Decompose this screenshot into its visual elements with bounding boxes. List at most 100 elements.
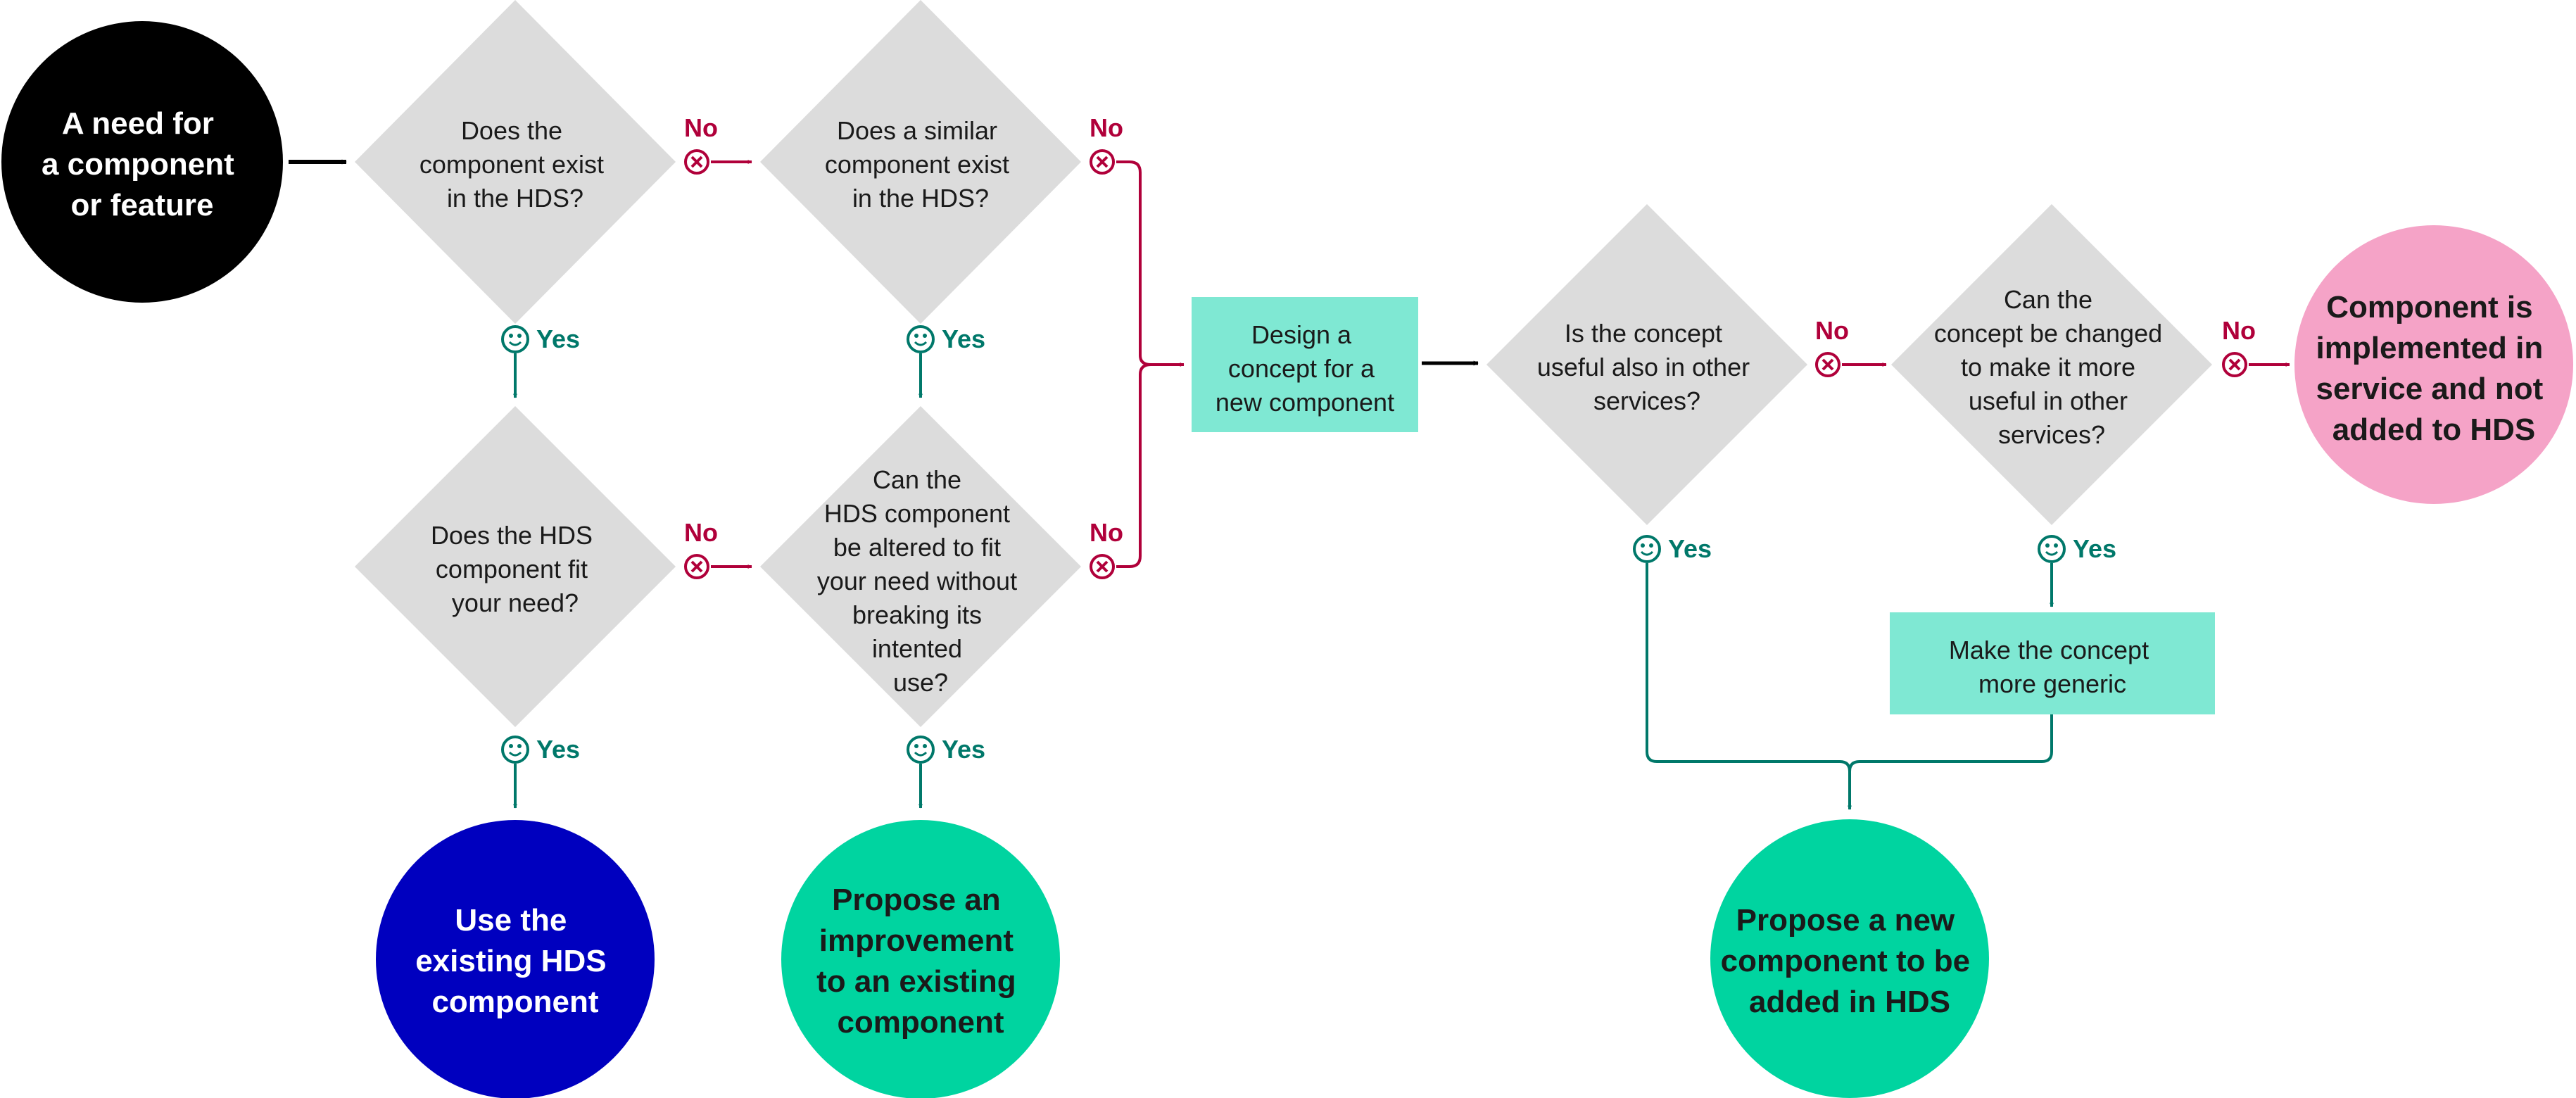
decision-diamond <box>1891 204 2212 525</box>
question-text: Can the HDS component be altered to fit … <box>817 465 1024 697</box>
no-label: No <box>2222 316 2256 345</box>
smiley-mouth-icon <box>914 751 928 757</box>
start-line: a component <box>42 147 234 182</box>
start-text: A need for a component or feature <box>42 106 243 222</box>
smiley-eye-icon <box>1641 543 1645 548</box>
yes-label: Yes <box>942 735 985 764</box>
smiley-eye-icon <box>923 334 927 338</box>
question-text: Does a similar component exist in the HD… <box>825 116 1016 213</box>
no-marker-q1: No <box>684 113 718 175</box>
decision-diamond <box>760 406 1081 727</box>
smiley-eye-icon <box>914 334 918 338</box>
smiley-mouth-icon <box>914 341 928 346</box>
outcome-circle <box>376 820 655 1098</box>
yes-marker-q1: Yes <box>501 324 580 353</box>
outcome-line: component <box>431 985 598 1019</box>
start-node: A need for a component or feature <box>1 21 283 303</box>
question-line: services? <box>1998 420 2105 449</box>
smiley-icon <box>2038 535 2066 563</box>
question-line: Is the concept <box>1565 319 1722 348</box>
action-design-concept: Design a concept for a new component <box>1192 297 1418 432</box>
outcome-not-added: Component is implemented in service and … <box>2294 225 2573 504</box>
no-label: No <box>1815 316 1849 345</box>
x-cross-icon <box>1821 358 1834 371</box>
yes-marker-q4: Yes <box>907 735 985 764</box>
question-similar-exists: Does a similar component exist in the HD… <box>760 0 1081 324</box>
outcome-line: Propose an <box>832 883 1001 917</box>
outcome-line: added in HDS <box>1749 985 1950 1019</box>
question-line: Does the HDS <box>431 521 593 550</box>
smiley-mouth-icon <box>2045 550 2059 556</box>
start-line: A need for <box>62 106 214 141</box>
start-line: or feature <box>71 188 214 222</box>
arrow-q2-no-bracket <box>1116 160 1185 367</box>
outcome-line: existing HDS <box>415 944 606 978</box>
question-line: component exist <box>825 150 1009 179</box>
question-line: useful also in other <box>1537 353 1750 381</box>
outcome-line: Component is <box>2326 290 2532 324</box>
outcome-line: component <box>837 1005 1004 1040</box>
smiley-eye-icon <box>1649 543 1653 548</box>
decision-diamond <box>1486 204 1807 525</box>
no-marker-q3: No <box>684 518 718 579</box>
smiley-eye-icon <box>914 744 918 748</box>
question-line: your need without <box>817 567 1017 595</box>
smiley-mouth-icon <box>508 751 522 757</box>
yes-label: Yes <box>1668 534 1712 563</box>
action-line: more generic <box>1978 669 2126 698</box>
yes-label: Yes <box>536 735 580 764</box>
outcome-propose-improvement: Propose an improvement to an existing co… <box>781 820 1060 1098</box>
yes-markers: Yes Yes Yes Yes Yes <box>501 324 2116 764</box>
action-box <box>1192 297 1418 432</box>
question-line: useful in other <box>1969 386 2128 415</box>
question-line: in the HDS? <box>447 184 583 213</box>
smiley-icon <box>501 325 529 353</box>
question-line: Can the <box>2004 285 2092 314</box>
yes-label: Yes <box>536 324 580 353</box>
start-circle <box>1 21 283 303</box>
decision-diamond <box>760 0 1081 324</box>
outcome-propose-new: Propose a new component to be added in H… <box>1710 819 1989 1098</box>
action-line: new component <box>1216 388 1394 417</box>
action-text: Design a concept for a new component <box>1216 320 1394 417</box>
outcome-text: Propose an improvement to an existing co… <box>816 883 1025 1040</box>
outcome-circle <box>781 820 1060 1098</box>
smiley-eye-icon <box>509 334 513 338</box>
no-label: No <box>1090 518 1123 547</box>
smiley-icon <box>907 736 935 764</box>
outcome-line: Propose a new <box>1736 903 1955 938</box>
action-box <box>1890 612 2215 714</box>
yes-marker-q2: Yes <box>907 324 985 353</box>
outcome-line: service and not <box>2316 372 2543 406</box>
smiley-icon <box>501 736 529 764</box>
outcome-use-existing: Use the existing HDS component <box>376 820 655 1098</box>
question-line: be altered to fit <box>833 533 1001 562</box>
smiley-eye-icon <box>2054 543 2058 548</box>
question-line: use? <box>893 668 948 697</box>
outcome-text: Use the existing HDS component <box>415 903 615 1019</box>
question-text: Is the concept useful also in other serv… <box>1537 319 1757 415</box>
question-line: component fit <box>436 555 588 583</box>
question-line: Does the <box>461 116 562 145</box>
no-label: No <box>684 113 718 142</box>
smiley-eye-icon <box>517 334 522 338</box>
question-line: Does a similar <box>837 116 997 145</box>
question-line: breaking its <box>852 600 982 629</box>
outcome-line: Use the <box>455 903 567 938</box>
smiley-icon <box>907 325 935 353</box>
question-line: component exist <box>419 150 604 179</box>
question-line: to make it more <box>1961 353 2135 381</box>
outcome-line: improvement <box>819 923 1014 958</box>
question-useful-elsewhere: Is the concept useful also in other serv… <box>1486 204 1807 525</box>
question-text: Can the concept be changed to make it mo… <box>1934 285 2169 449</box>
x-cross-icon <box>690 156 703 168</box>
question-line: services? <box>1593 386 1700 415</box>
outcome-circle <box>2294 225 2573 504</box>
outcome-circle <box>1710 819 1989 1098</box>
action-line: Design a <box>1251 320 1352 349</box>
outcome-text: Component is implemented in service and … <box>2316 290 2551 447</box>
yes-label: Yes <box>942 324 985 353</box>
smiley-icon <box>1633 535 1661 563</box>
arrow-generic-bracket <box>1848 714 2053 772</box>
